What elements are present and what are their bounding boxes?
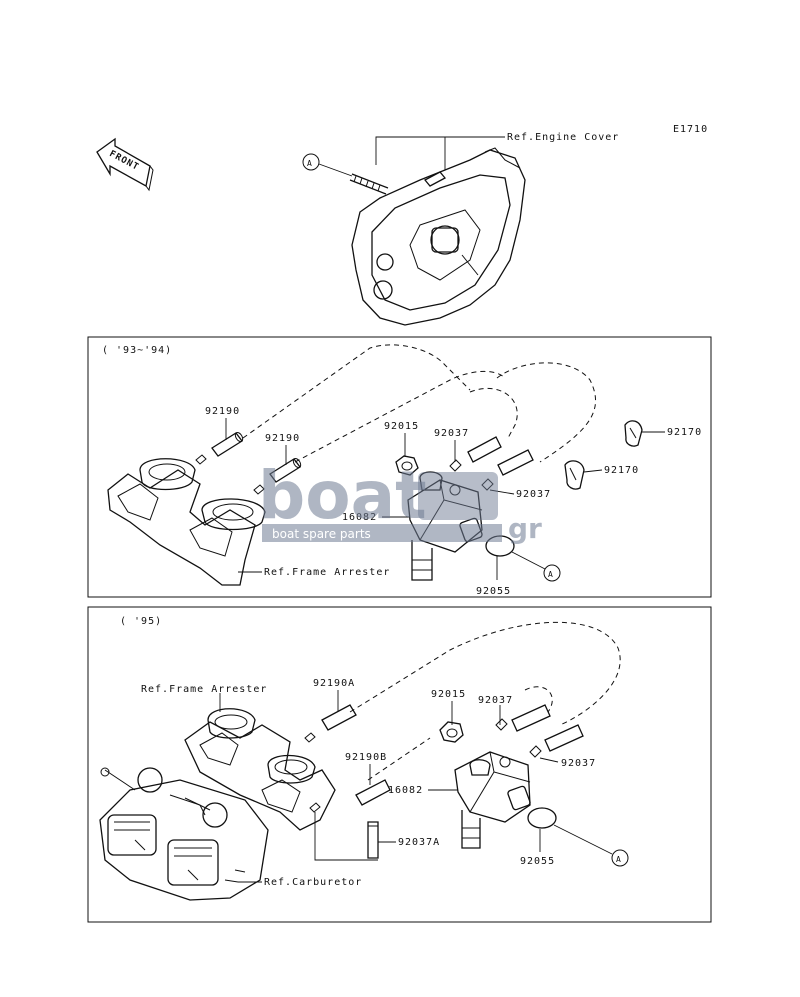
section2-title: ( '95) <box>120 616 162 627</box>
label-s2-pin: 92037A <box>398 837 440 848</box>
label-s2-nut: 92015 <box>431 689 466 700</box>
carburetor-illustration <box>99 767 269 901</box>
label-s1-clamp1: 92170 <box>667 427 702 438</box>
engine-cover-label: Ref.Engine Cover <box>507 132 619 143</box>
callout-a-2 <box>611 849 629 867</box>
nut-92015-2 <box>439 721 464 743</box>
watermark-logo: boat gr boat spare parts <box>258 457 542 545</box>
engine-cover-illustration <box>351 147 526 326</box>
o-ring-92055-2 <box>527 807 557 829</box>
label-s1-hose2: 92190 <box>265 433 300 444</box>
front-label: FRONT <box>108 149 141 173</box>
label-s1-clip-right: 92037 <box>516 489 551 500</box>
hose-92190-left <box>211 431 244 457</box>
callout-a-1 <box>543 564 561 582</box>
frame-arrester-manifold-2 <box>184 708 336 831</box>
label-s2-hoseB: 92190B <box>345 752 387 763</box>
label-s2-clip-right: 92037 <box>561 758 596 769</box>
label-s2-frame-arrester: Ref.Frame Arrester <box>141 684 267 695</box>
hose-92190B <box>355 779 391 806</box>
callout-a-top <box>302 153 320 171</box>
oil-pump-16082-2 <box>454 751 531 849</box>
label-s1-oring: 92055 <box>476 586 511 597</box>
clip-small-2 <box>304 718 542 813</box>
clamp-92170-a <box>624 420 643 447</box>
stud-bolt <box>349 173 389 195</box>
front-arrow-icon: FRONT <box>96 137 154 192</box>
hose-pump-outlet-2 <box>511 704 584 752</box>
label-s2-clip-top: 92037 <box>478 695 513 706</box>
label-s1-clamp2: 92170 <box>604 465 639 476</box>
callout-a-2-label: A <box>616 855 622 864</box>
label-s1-clip-top: 92037 <box>434 428 469 439</box>
pin-92037A <box>367 821 379 859</box>
diagram-id: E1710 <box>673 124 708 135</box>
section1-title: ( '93~'94) <box>102 345 172 356</box>
nut-92015-1 <box>395 455 419 476</box>
label-s2-oring: 92055 <box>520 856 555 867</box>
label-s1-nut: 92015 <box>384 421 419 432</box>
label-s1-pump: 16082 <box>342 512 377 523</box>
hose-92190A <box>321 704 357 731</box>
callout-a-top-label: A <box>307 159 313 168</box>
callout-a-1-label: A <box>548 570 554 579</box>
label-s1-frame-arrester: Ref.Frame Arrester <box>264 567 390 578</box>
watermark-brand: boat <box>258 457 427 534</box>
clamp-92170-b <box>564 460 585 490</box>
label-s2-pump: 16082 <box>388 785 423 796</box>
label-s2-hoseA: 92190A <box>313 678 355 689</box>
section-95 <box>87 606 712 923</box>
frame-arrester-manifold-1 <box>107 458 266 586</box>
section-93-94 <box>87 336 712 598</box>
watermark-tagline: boat spare parts <box>272 527 371 541</box>
hose-pump-outlet-1 <box>467 436 534 476</box>
label-s2-carburetor: Ref.Carburetor <box>264 877 362 888</box>
watermark-suffix: gr <box>508 512 542 545</box>
label-s1-hose1: 92190 <box>205 406 240 417</box>
